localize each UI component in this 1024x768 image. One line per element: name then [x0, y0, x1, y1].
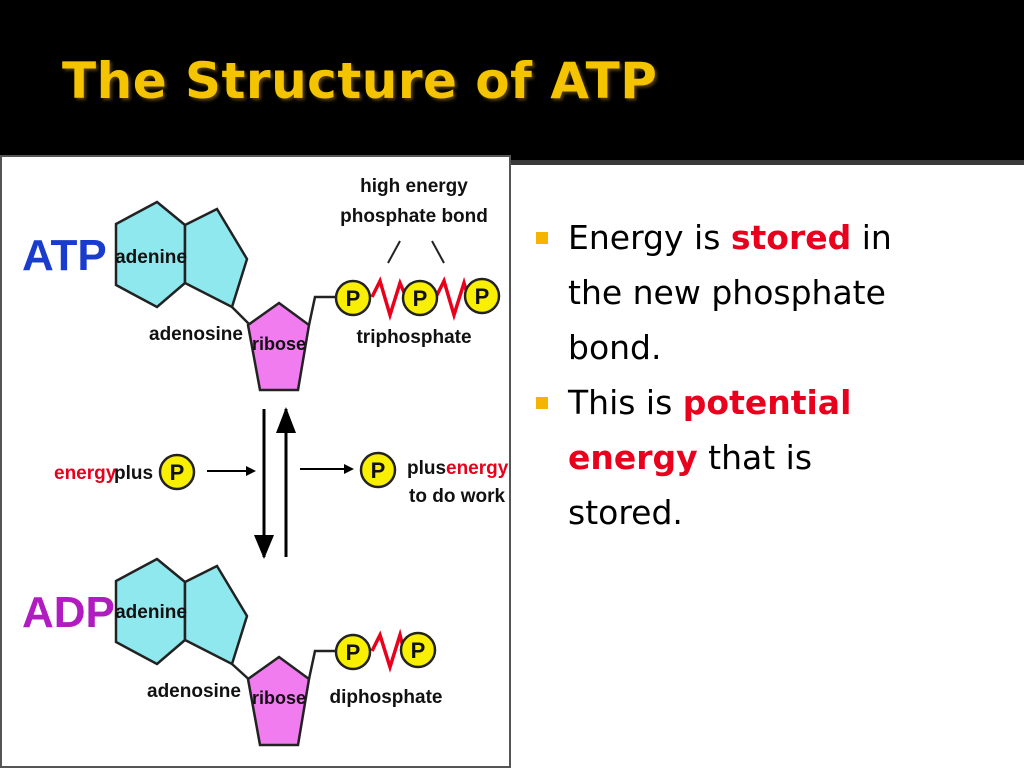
adp-bond: [370, 628, 406, 673]
bullet-list: Energy is stored in the new phosphate bo…: [534, 210, 914, 540]
bullet-2-post: that is stored.: [568, 438, 813, 532]
bullet-2-pre: This is: [568, 383, 683, 422]
bullet-marker-icon: [536, 232, 548, 244]
output-phosphate-label: P: [371, 458, 386, 483]
bullet-2-highlight: potential energy: [568, 383, 852, 477]
energy-in-plus: plus: [114, 463, 153, 484]
adp-ribose-phosphate-link: [307, 649, 336, 680]
atp-diagram-svg: ATP adenine adenosine ribose high energy…: [22, 176, 509, 747]
triphosphate-label: triphosphate: [356, 327, 471, 348]
reaction-arrow-down-head: [254, 535, 274, 559]
slide-title: The Structure of ATP: [62, 52, 658, 110]
to-do-work-label: to do work: [409, 486, 505, 507]
atp-bond-2: [434, 276, 470, 322]
bullet-item-2: This is potential energy that is stored.: [534, 375, 914, 540]
bond-pointer-right: [431, 240, 445, 264]
bond-pointer-left: [387, 240, 401, 264]
atp-adenosine-label: adenosine: [149, 324, 243, 345]
adp-ribose-pentagon: [246, 655, 311, 747]
energy-out-plus: plus: [407, 458, 446, 479]
atp-adenine-pentagon: [183, 207, 249, 309]
bullet-1-post: in the new phosphate bond.: [568, 218, 892, 367]
adp-adenine-label: adenine: [115, 602, 187, 623]
atp-ribose-label: ribose: [252, 334, 306, 354]
atp-ribose-phosphate-link: [307, 295, 336, 326]
atp-bond-1: [370, 276, 408, 322]
adp-phosphate-2-label: P: [411, 638, 426, 663]
bullet-1-highlight: stored: [730, 218, 852, 257]
input-phosphate: [158, 453, 196, 491]
atp-phosphate-3: [463, 277, 501, 315]
high-energy-bond-label-line2: phosphate bond: [340, 206, 488, 227]
bullet-item-1: Energy is stored in the new phosphate bo…: [534, 210, 914, 375]
input-phosphate-label: P: [170, 460, 185, 485]
atp-adenine-label: adenine: [115, 247, 187, 268]
high-energy-bond-label-line1: high energy: [360, 176, 468, 197]
atp-phosphate-2: [401, 279, 439, 317]
atp-label: ATP: [22, 231, 107, 280]
atp-phosphate-3-label: P: [475, 284, 490, 309]
atp-phosphate-2-label: P: [413, 286, 428, 311]
adp-ribose-label: ribose: [252, 688, 306, 708]
adp-adenosine-label: adenosine: [147, 681, 241, 702]
panel-divider: [0, 160, 1024, 165]
atp-phosphate-1: [334, 279, 372, 317]
adp-phosphate-1-label: P: [346, 640, 361, 665]
energy-out-word: energy: [446, 458, 509, 479]
adp-adenine-pentagon: [183, 564, 249, 666]
bullet-1-pre: Energy is: [568, 218, 731, 257]
adp-label: ADP: [22, 588, 115, 637]
diphosphate-label: diphosphate: [330, 687, 443, 708]
energy-in-word: energy: [54, 463, 117, 484]
adp-phosphate-2: [399, 631, 437, 669]
adp-phosphate-1: [334, 633, 372, 671]
bullet-marker-icon: [536, 397, 548, 409]
reaction-arrow-up-head: [276, 407, 296, 433]
atp-ribose-pentagon: [246, 301, 311, 392]
output-phosphate: [359, 451, 397, 489]
atp-phosphate-1-label: P: [346, 286, 361, 311]
atp-diagram: ATP adenine adenosine ribose high energy…: [0, 155, 511, 768]
